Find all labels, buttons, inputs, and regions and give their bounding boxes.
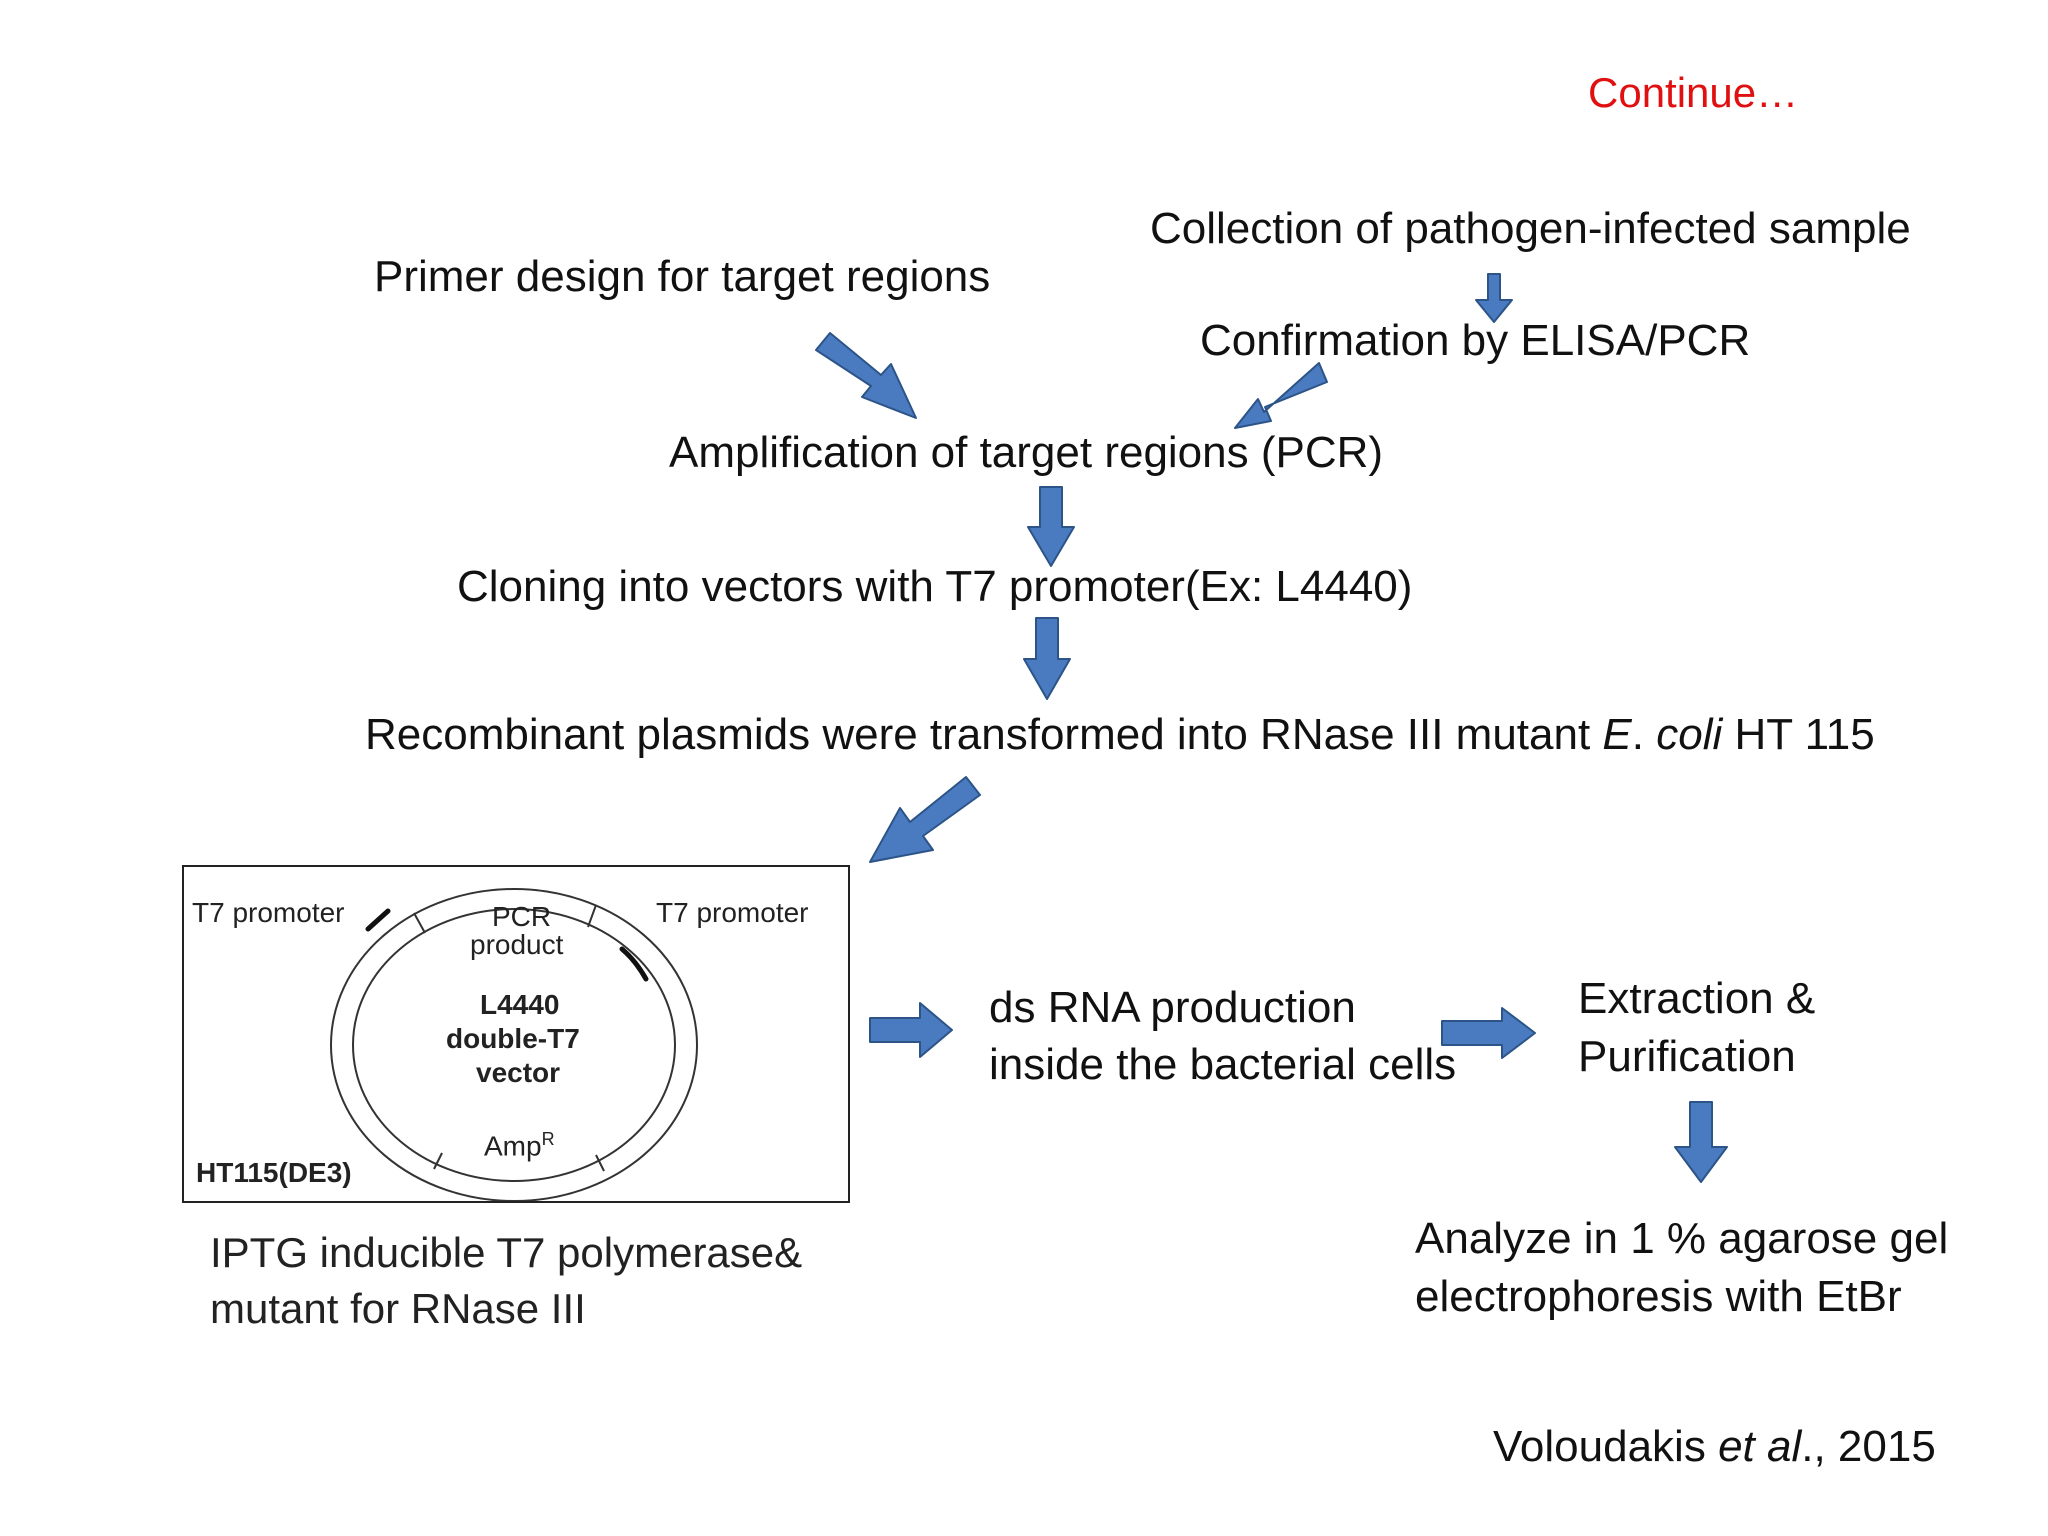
citation: Voloudakis et al., 2015 — [1493, 1418, 1936, 1475]
arrow-confirmation-to-amplification — [1234, 362, 1328, 429]
step-analyze-line1: Analyze in 1 % agarose gel — [1415, 1214, 1949, 1263]
step-dsrna-line2: inside the bacterial cells — [989, 1040, 1457, 1089]
step-extraction-line2: Purification — [1578, 1032, 1796, 1081]
citation-etal: et al — [1718, 1422, 1802, 1471]
t7-left-marker — [365, 908, 391, 932]
step-primer-design: Primer design for target regions — [374, 252, 991, 301]
caption-line2: mutant for RNase III — [210, 1285, 586, 1332]
transform-species: coli — [1656, 710, 1723, 759]
vector-name-line1: L4440 — [480, 989, 560, 1020]
step-cloning: Cloning into vectors with T7 promoter(Ex… — [457, 562, 1413, 611]
arrow-cloning-to-transformation — [1023, 617, 1071, 700]
vector-name-line3: vector — [476, 1057, 561, 1088]
t7-promoter-right-label: T7 promoter — [656, 897, 809, 928]
pcr-label: PCR — [492, 901, 552, 932]
step-dsrna-line1: ds RNA production — [989, 983, 1356, 1032]
step-transformation: Recombinant plasmids were transformed in… — [365, 706, 1875, 763]
arrow-transformation-to-plasmid — [869, 776, 981, 863]
arrow-plasmid-to-dsrna — [869, 1002, 953, 1058]
t7-right-marker — [619, 946, 649, 982]
arrow-primer-to-amplification — [815, 332, 917, 419]
arrow-extraction-to-analyze — [1674, 1101, 1728, 1183]
plasmid-diagram — [330, 888, 698, 1201]
arrow-amplification-to-cloning — [1027, 486, 1075, 567]
vector-name-line2: double-T7 — [446, 1023, 580, 1054]
step-analyze-line2: electrophoresis with EtBr — [1415, 1272, 1902, 1321]
arrow-collection-to-confirmation — [1475, 273, 1513, 323]
step-collection: Collection of pathogen-infected sample — [1150, 204, 1911, 253]
plasmid-figure: T7 promoter T7 promoter PCR product L444… — [182, 865, 850, 1203]
amp-text: Amp — [484, 1130, 542, 1162]
plasmid-outer-ring — [330, 888, 698, 1201]
citation-author: Voloudakis — [1493, 1422, 1719, 1471]
ring-divider — [433, 1152, 443, 1170]
product-label: product — [470, 929, 564, 960]
arrow-dsrna-to-extraction — [1441, 1007, 1536, 1059]
continue-label: Continue… — [1588, 69, 1799, 116]
plasmid-inner-ring — [352, 908, 676, 1182]
ring-divider — [595, 1154, 605, 1172]
transform-strain: HT 115 — [1722, 710, 1875, 759]
citation-year: ., 2015 — [1801, 1422, 1936, 1471]
step-confirmation: Confirmation by ELISA/PCR — [1200, 316, 1751, 365]
transform-text: Recombinant plasmids were transformed in… — [365, 710, 1603, 759]
ring-divider — [413, 912, 426, 934]
ampr-label: AmpR — [484, 1129, 555, 1162]
step-amplification: Amplification of target regions (PCR) — [669, 428, 1384, 477]
step-extraction-line1: Extraction & — [1578, 974, 1816, 1023]
strain-label: HT115(DE3) — [196, 1157, 352, 1188]
ring-divider — [587, 904, 597, 928]
caption-line1: IPTG inducible T7 polymerase& — [210, 1229, 803, 1276]
transform-genus: E — [1602, 710, 1632, 759]
transform-dot: . — [1631, 710, 1657, 759]
t7-promoter-left-label: T7 promoter — [192, 897, 345, 928]
amp-superscript: R — [541, 1129, 555, 1149]
